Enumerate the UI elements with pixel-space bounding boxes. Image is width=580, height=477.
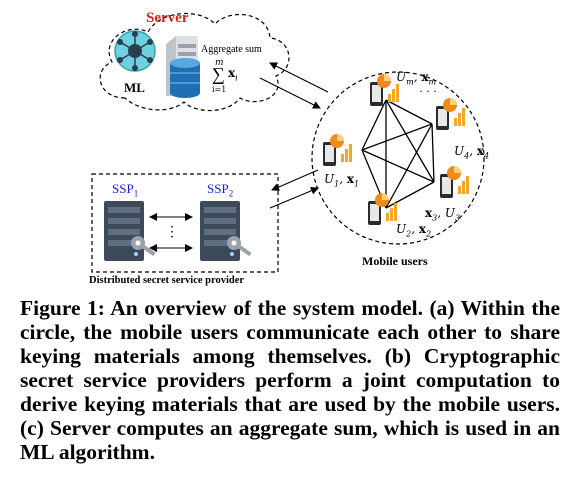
- sum-term-sub: i: [235, 73, 238, 83]
- um-usub: m: [406, 77, 414, 87]
- sum-lower-limit: i=1: [212, 85, 227, 94]
- u4-u: U: [454, 144, 465, 158]
- u2-usub: 2: [406, 229, 412, 239]
- um-u: U: [396, 70, 407, 84]
- u3-u: U: [444, 206, 456, 220]
- u2-u: U: [396, 222, 407, 236]
- user-label-u2: U2, x2: [396, 222, 432, 239]
- ssp1-sub: 1: [133, 188, 139, 199]
- u1-usub: 1: [334, 179, 340, 189]
- u1-u: U: [324, 172, 335, 186]
- user-label-u1: U1, x1: [324, 172, 360, 189]
- user-label-u4: U4, x4: [454, 144, 490, 161]
- server-title: Server: [146, 10, 189, 26]
- u3-usub: 3: [455, 213, 461, 223]
- ssp2-server-icon: [200, 201, 252, 261]
- users-ellipsis: · · ·: [419, 84, 437, 98]
- u2-x: x: [418, 222, 427, 236]
- u4-xsub: 4: [484, 151, 490, 161]
- figure-caption: Figure 1: An overview of the system mode…: [20, 296, 560, 464]
- u3-xsub: 3: [432, 213, 438, 223]
- ssp2-sub: 2: [228, 188, 234, 199]
- ml-label: ML: [124, 80, 145, 95]
- u4-x: x: [476, 144, 485, 158]
- ssp2-base: SSP: [207, 181, 229, 196]
- u4-usub: 4: [464, 151, 470, 161]
- ssp1-label: SSP1: [112, 181, 138, 199]
- connection-arrows: [259, 62, 329, 209]
- system-model-diagram: ⋮: [91, 12, 485, 273]
- sum-term: xi: [228, 66, 238, 82]
- u1-x: x: [346, 172, 355, 186]
- database-icon: [170, 58, 200, 98]
- ml-network-icon: [114, 30, 156, 72]
- ssp-box: [91, 173, 279, 273]
- u2-xsub: 2: [426, 229, 432, 239]
- ssp-dots: ⋮: [165, 224, 179, 240]
- sum-symbol: ∑: [212, 64, 225, 84]
- sum-term-x: x: [228, 66, 236, 80]
- mobile-users-caption: Mobile users: [362, 254, 428, 268]
- ssp-exchange-arrows: [149, 213, 193, 252]
- user-label-u3: x3, U3: [425, 206, 461, 223]
- ssp1-base: SSP: [112, 181, 134, 196]
- ssp-caption: Distributed secret service provider: [89, 275, 245, 286]
- u1-xsub: 1: [354, 179, 360, 189]
- um-xsub: m: [428, 77, 437, 87]
- user-label-um: Um, xm: [396, 70, 437, 87]
- ssp1-server-icon: [104, 201, 156, 261]
- ssp2-label: SSP2: [207, 181, 233, 199]
- aggregate-sum-label: Aggregate sum: [201, 44, 262, 55]
- um-x: x: [421, 70, 429, 84]
- sum-upper-limit: m: [215, 58, 224, 68]
- u3-x: x: [425, 206, 433, 220]
